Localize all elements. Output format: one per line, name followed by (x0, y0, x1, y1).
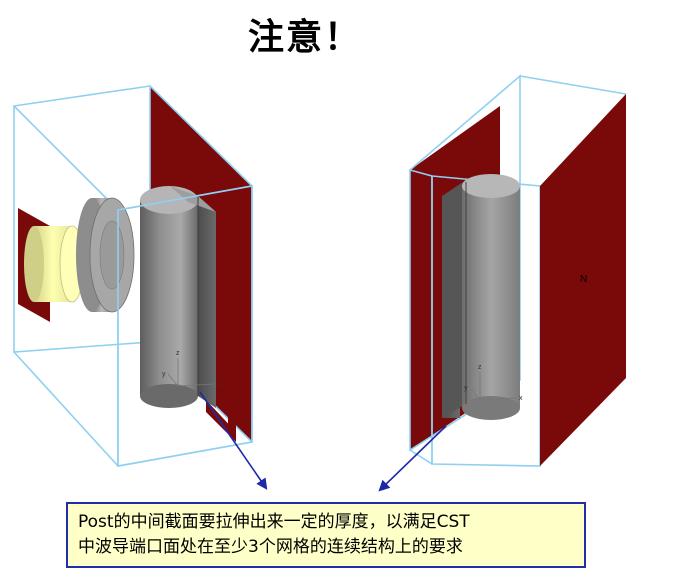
right-pointer-arrow (378, 425, 447, 492)
right-port-plane-n (540, 94, 626, 466)
axis-label-z: z (176, 350, 180, 357)
coax-cylinder (24, 225, 85, 303)
left-front-port-plane (228, 192, 236, 440)
axis-label-y: y (464, 385, 468, 392)
right-post-cylinder (442, 174, 520, 420)
note-line-2: 中波导端口面处在至少3个网格的连续结构上的要求 (78, 537, 463, 557)
page-title: 注意！ (247, 17, 362, 58)
metal-disc (76, 197, 135, 313)
left-model: S (13, 85, 253, 467)
left-post-cylinder (140, 186, 216, 408)
axis-label-z: z (478, 364, 482, 371)
axis-label-x: x (217, 381, 221, 388)
note-line-1: Post的中间截面要拉伸出来一定的厚度，以满足CST (78, 512, 470, 532)
right-model: N z y x (409, 74, 627, 467)
left-axis-triad (167, 358, 215, 387)
port-label-n: N (580, 274, 587, 285)
axis-label-y: y (162, 371, 166, 378)
note-box: Post的中间截面要拉伸出来一定的厚度，以满足CST 中波导端口面处在至少3个网… (66, 502, 586, 568)
left-pointer-arrow (199, 391, 268, 490)
axis-label-x: x (519, 395, 523, 402)
right-axis-triad (469, 372, 517, 401)
